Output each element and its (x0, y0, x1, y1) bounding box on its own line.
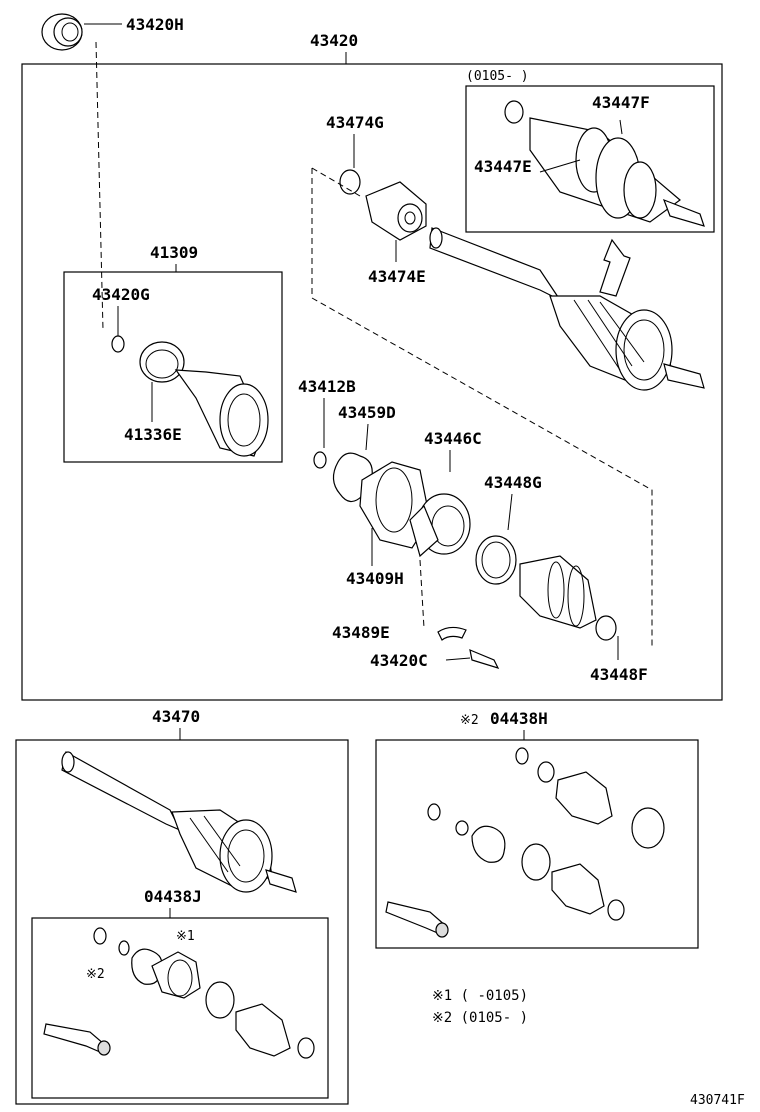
assembly-43420-box (21, 63, 723, 701)
label-43489E: 43489E (332, 623, 390, 642)
label-43420C: 43420C (370, 651, 428, 670)
oil-seal-43420H (41, 13, 83, 51)
label-43474E: 43474E (368, 267, 426, 286)
snap-ring-43420G (111, 335, 125, 353)
mark-1: ※1 (176, 929, 195, 944)
bolt-43420C (469, 649, 500, 669)
label-43448F: 43448F (590, 665, 648, 684)
inset-box-0105 (465, 85, 715, 233)
label-43420H: 43420H (126, 15, 184, 34)
joint-41336E (139, 341, 269, 457)
assembly-41309-box (63, 271, 283, 463)
label-43459D: 43459D (338, 403, 396, 422)
note-1: ※1 ( -0105) (432, 988, 528, 1004)
label-0105-box: (0105- ) (466, 69, 529, 84)
kit-04438H-parts (385, 747, 665, 938)
arrow-up-icon (599, 238, 631, 297)
label-04438H: 04438H (490, 709, 548, 728)
inboard-joint-43409H (359, 461, 471, 558)
label-43474G: 43474G (326, 113, 384, 132)
label-41336E: 41336E (124, 425, 182, 444)
assembly-43470-box (15, 739, 349, 1105)
label-43448G: 43448G (484, 473, 542, 492)
drive-shaft-43470 (61, 751, 297, 893)
label-43447E: 43447E (474, 157, 532, 176)
label-43470: 43470 (152, 707, 200, 726)
label-43420G: 43420G (92, 285, 150, 304)
kit-04438J-parts (43, 927, 315, 1059)
band-43474G (339, 169, 361, 195)
mark-2: ※2 (86, 967, 105, 982)
label-43447F: 43447F (592, 93, 650, 112)
label-43446C: 43446C (424, 429, 482, 448)
label-04438J: 04438J (144, 887, 202, 906)
snap-ring-43412B (313, 451, 327, 469)
label-43409H: 43409H (346, 569, 404, 588)
damper-43474E (365, 181, 427, 241)
kit-04438J-box (31, 917, 329, 1099)
mark-2-04438H: ※2 (460, 713, 479, 728)
boot-43446C (519, 555, 597, 629)
label-41309: 41309 (150, 243, 198, 262)
band-43448F (595, 615, 617, 641)
drive-shaft-43420 (429, 227, 705, 391)
kit-04438H-box (375, 739, 699, 949)
label-43420: 43420 (310, 31, 358, 50)
note-2: ※2 (0105- ) (432, 1010, 528, 1026)
inset-boot-43447 (504, 100, 705, 227)
figure-id: 430741F (690, 1093, 745, 1108)
label-43412B: 43412B (298, 377, 356, 396)
clip-43489E (437, 626, 467, 641)
